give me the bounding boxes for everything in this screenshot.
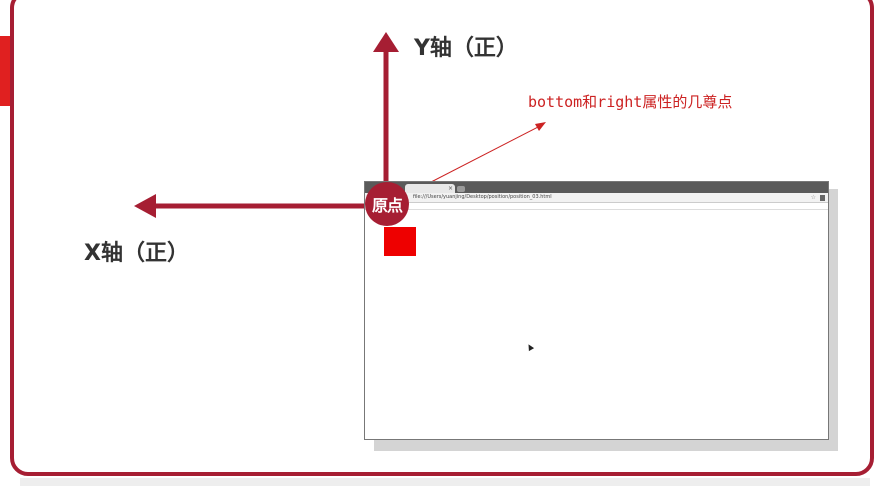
new-tab-icon (457, 186, 465, 192)
annotation-pointer-arrowhead (535, 122, 546, 131)
demo-red-box (384, 227, 416, 256)
origin-badge: 原点 (365, 182, 409, 226)
star-icon: ☆ (810, 194, 816, 201)
browser-tab: × (405, 184, 455, 193)
annotation-text: bottom和right属性的几尊点 (528, 93, 733, 111)
menu-icon (820, 195, 825, 201)
y-axis-label: Y轴（正） (414, 36, 518, 61)
mouse-cursor-icon (525, 342, 535, 352)
browser-url: file:///Users/yuanjing/Desktop/position/… (413, 194, 552, 200)
frame-shadow (20, 478, 870, 486)
browser-window-screenshot: × file:///Users/yuanjing/Desktop/positio… (364, 181, 829, 440)
x-axis-arrowhead (134, 194, 156, 218)
browser-tab-bar: × (365, 182, 828, 193)
y-axis-arrowhead (373, 32, 399, 52)
browser-bookmarks-bar: link (365, 203, 828, 210)
x-axis-label: X轴（正） (84, 241, 189, 266)
browser-address-bar: file:///Users/yuanjing/Desktop/position/… (365, 193, 828, 203)
